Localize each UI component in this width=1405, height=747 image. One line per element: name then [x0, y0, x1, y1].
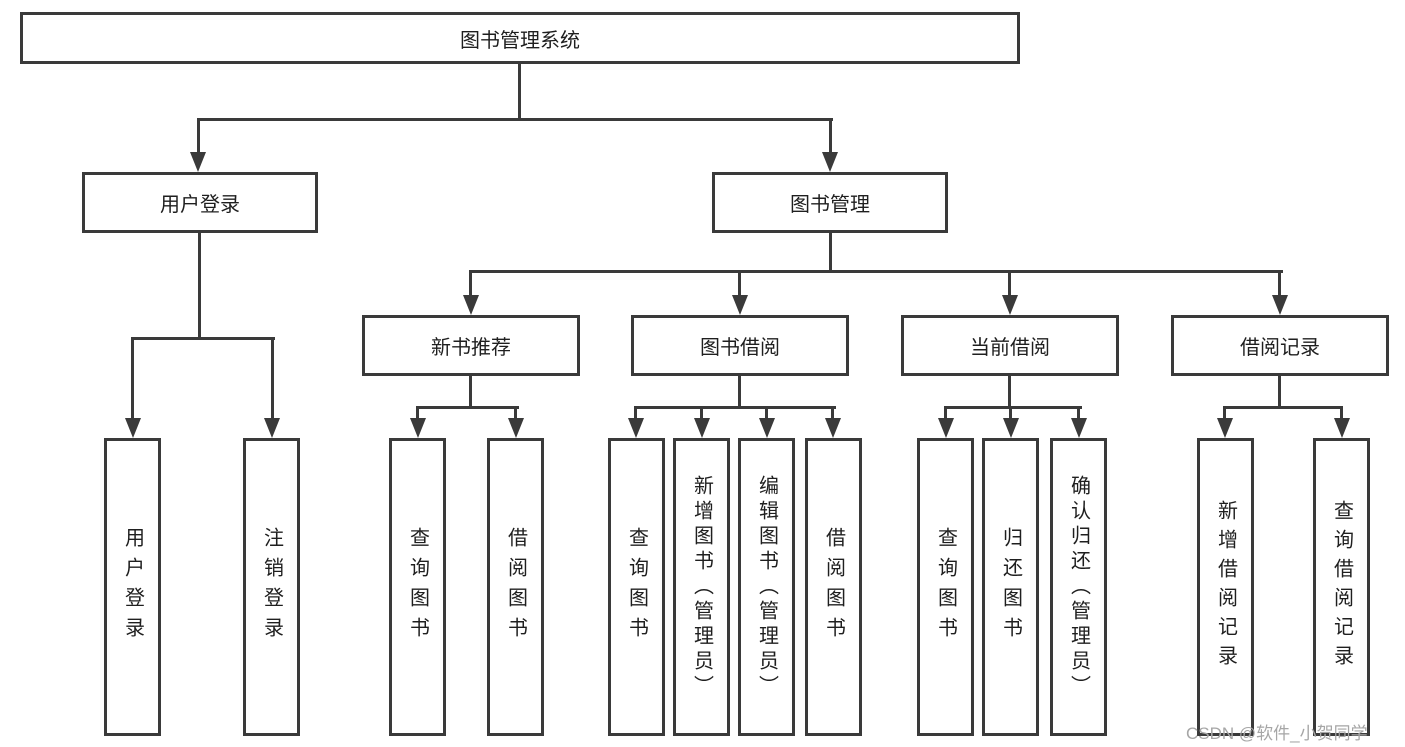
leaf-query-books-current: 查询图书 — [917, 438, 974, 736]
node-new-book-recommend-label: 新书推荐 — [431, 337, 511, 359]
arrow-down-icon — [410, 418, 426, 438]
arrow-down-icon — [1002, 295, 1018, 315]
leaf-query-borrow-record-label: 查询借阅记录 — [1330, 500, 1353, 674]
connector-line — [131, 337, 275, 340]
arrow-down-icon — [190, 152, 206, 172]
leaf-confirm-return-admin-label: 确认归还（管理员） — [1067, 474, 1090, 700]
connector-line — [1278, 270, 1281, 297]
arrow-down-icon — [264, 418, 280, 438]
leaf-query-books-recommend: 查询图书 — [389, 438, 446, 736]
leaf-return-book: 归还图书 — [982, 438, 1039, 736]
connector-line — [514, 406, 517, 420]
connector-line — [1340, 406, 1343, 420]
leaf-add-borrow-record-label: 新增借阅记录 — [1214, 500, 1237, 674]
node-current-borrow-label: 当前借阅 — [970, 337, 1050, 359]
node-book-borrow-label: 图书借阅 — [700, 337, 780, 359]
leaf-query-books-current-label: 查询图书 — [934, 527, 957, 647]
connector-line — [469, 270, 1283, 273]
leaf-logout-label: 注销登录 — [260, 527, 283, 647]
leaf-logout: 注销登录 — [243, 438, 300, 736]
leaf-add-book-admin-label: 新增图书（管理员） — [690, 474, 713, 700]
connector-line — [829, 233, 832, 273]
arrow-down-icon — [463, 295, 479, 315]
arrow-down-icon — [732, 295, 748, 315]
connector-line — [271, 337, 274, 420]
connector-line — [738, 270, 741, 297]
node-current-borrow: 当前借阅 — [901, 315, 1119, 376]
leaf-query-books-recommend-label: 查询图书 — [406, 527, 429, 647]
arrow-down-icon — [1272, 295, 1288, 315]
connector-line — [469, 270, 472, 297]
node-borrow-records: 借阅记录 — [1171, 315, 1389, 376]
leaf-confirm-return-admin: 确认归还（管理员） — [1050, 438, 1107, 736]
leaf-user-login: 用户登录 — [104, 438, 161, 736]
leaf-borrow-books-label: 借阅图书 — [822, 527, 845, 647]
connector-line — [634, 406, 637, 420]
arrow-down-icon — [825, 418, 841, 438]
leaf-user-login-label: 用户登录 — [121, 527, 144, 647]
connector-line — [198, 233, 201, 340]
connector-line — [131, 337, 134, 420]
leaf-add-book-admin: 新增图书（管理员） — [673, 438, 730, 736]
node-root-system: 图书管理系统 — [20, 12, 1020, 64]
leaf-edit-book-admin: 编辑图书（管理员） — [738, 438, 795, 736]
connector-line — [944, 406, 1082, 409]
node-user-login: 用户登录 — [82, 172, 318, 233]
arrow-down-icon — [938, 418, 954, 438]
node-book-borrow: 图书借阅 — [631, 315, 849, 376]
connector-line — [197, 118, 200, 154]
arrow-down-icon — [1334, 418, 1350, 438]
csdn-watermark: CSDN @软件_小贺同学 — [1186, 724, 1368, 743]
connector-line — [416, 406, 419, 420]
leaf-edit-book-admin-label: 编辑图书（管理员） — [755, 474, 778, 700]
node-borrow-records-label: 借阅记录 — [1240, 337, 1320, 359]
leaf-borrow-books-recommend-label: 借阅图书 — [504, 527, 527, 647]
arrow-down-icon — [1217, 418, 1233, 438]
node-book-management-label: 图书管理 — [790, 194, 870, 216]
leaf-return-book-label: 归还图书 — [999, 527, 1022, 647]
connector-line — [700, 406, 703, 420]
node-user-login-label: 用户登录 — [160, 194, 240, 216]
connector-line — [738, 376, 741, 409]
connector-line — [1009, 406, 1012, 420]
connector-line — [1223, 406, 1343, 409]
connector-line — [1008, 270, 1011, 297]
arrow-down-icon — [628, 418, 644, 438]
arrow-down-icon — [1071, 418, 1087, 438]
connector-line — [416, 406, 519, 409]
leaf-query-books-borrow-label: 查询图书 — [625, 527, 648, 647]
arrow-down-icon — [822, 152, 838, 172]
arrow-down-icon — [694, 418, 710, 438]
connector-line — [1278, 376, 1281, 409]
node-book-management: 图书管理 — [712, 172, 948, 233]
leaf-borrow-books: 借阅图书 — [805, 438, 862, 736]
arrow-down-icon — [508, 418, 524, 438]
connector-line — [1223, 406, 1226, 420]
connector-line — [634, 406, 836, 409]
connector-line — [518, 64, 521, 121]
connector-line — [197, 118, 833, 121]
arrow-down-icon — [125, 418, 141, 438]
leaf-borrow-books-recommend: 借阅图书 — [487, 438, 544, 736]
connector-line — [1077, 406, 1080, 420]
arrow-down-icon — [1003, 418, 1019, 438]
connector-line — [765, 406, 768, 420]
connector-line — [944, 406, 947, 420]
connector-line — [831, 406, 834, 420]
arrow-down-icon — [759, 418, 775, 438]
connector-line — [1008, 376, 1011, 409]
node-root-label: 图书管理系统 — [460, 29, 580, 52]
leaf-query-books-borrow: 查询图书 — [608, 438, 665, 736]
leaf-query-borrow-record: 查询借阅记录 — [1313, 438, 1370, 736]
connector-line — [469, 376, 472, 409]
leaf-add-borrow-record: 新增借阅记录 — [1197, 438, 1254, 736]
node-new-book-recommend: 新书推荐 — [362, 315, 580, 376]
connector-line — [829, 118, 832, 154]
